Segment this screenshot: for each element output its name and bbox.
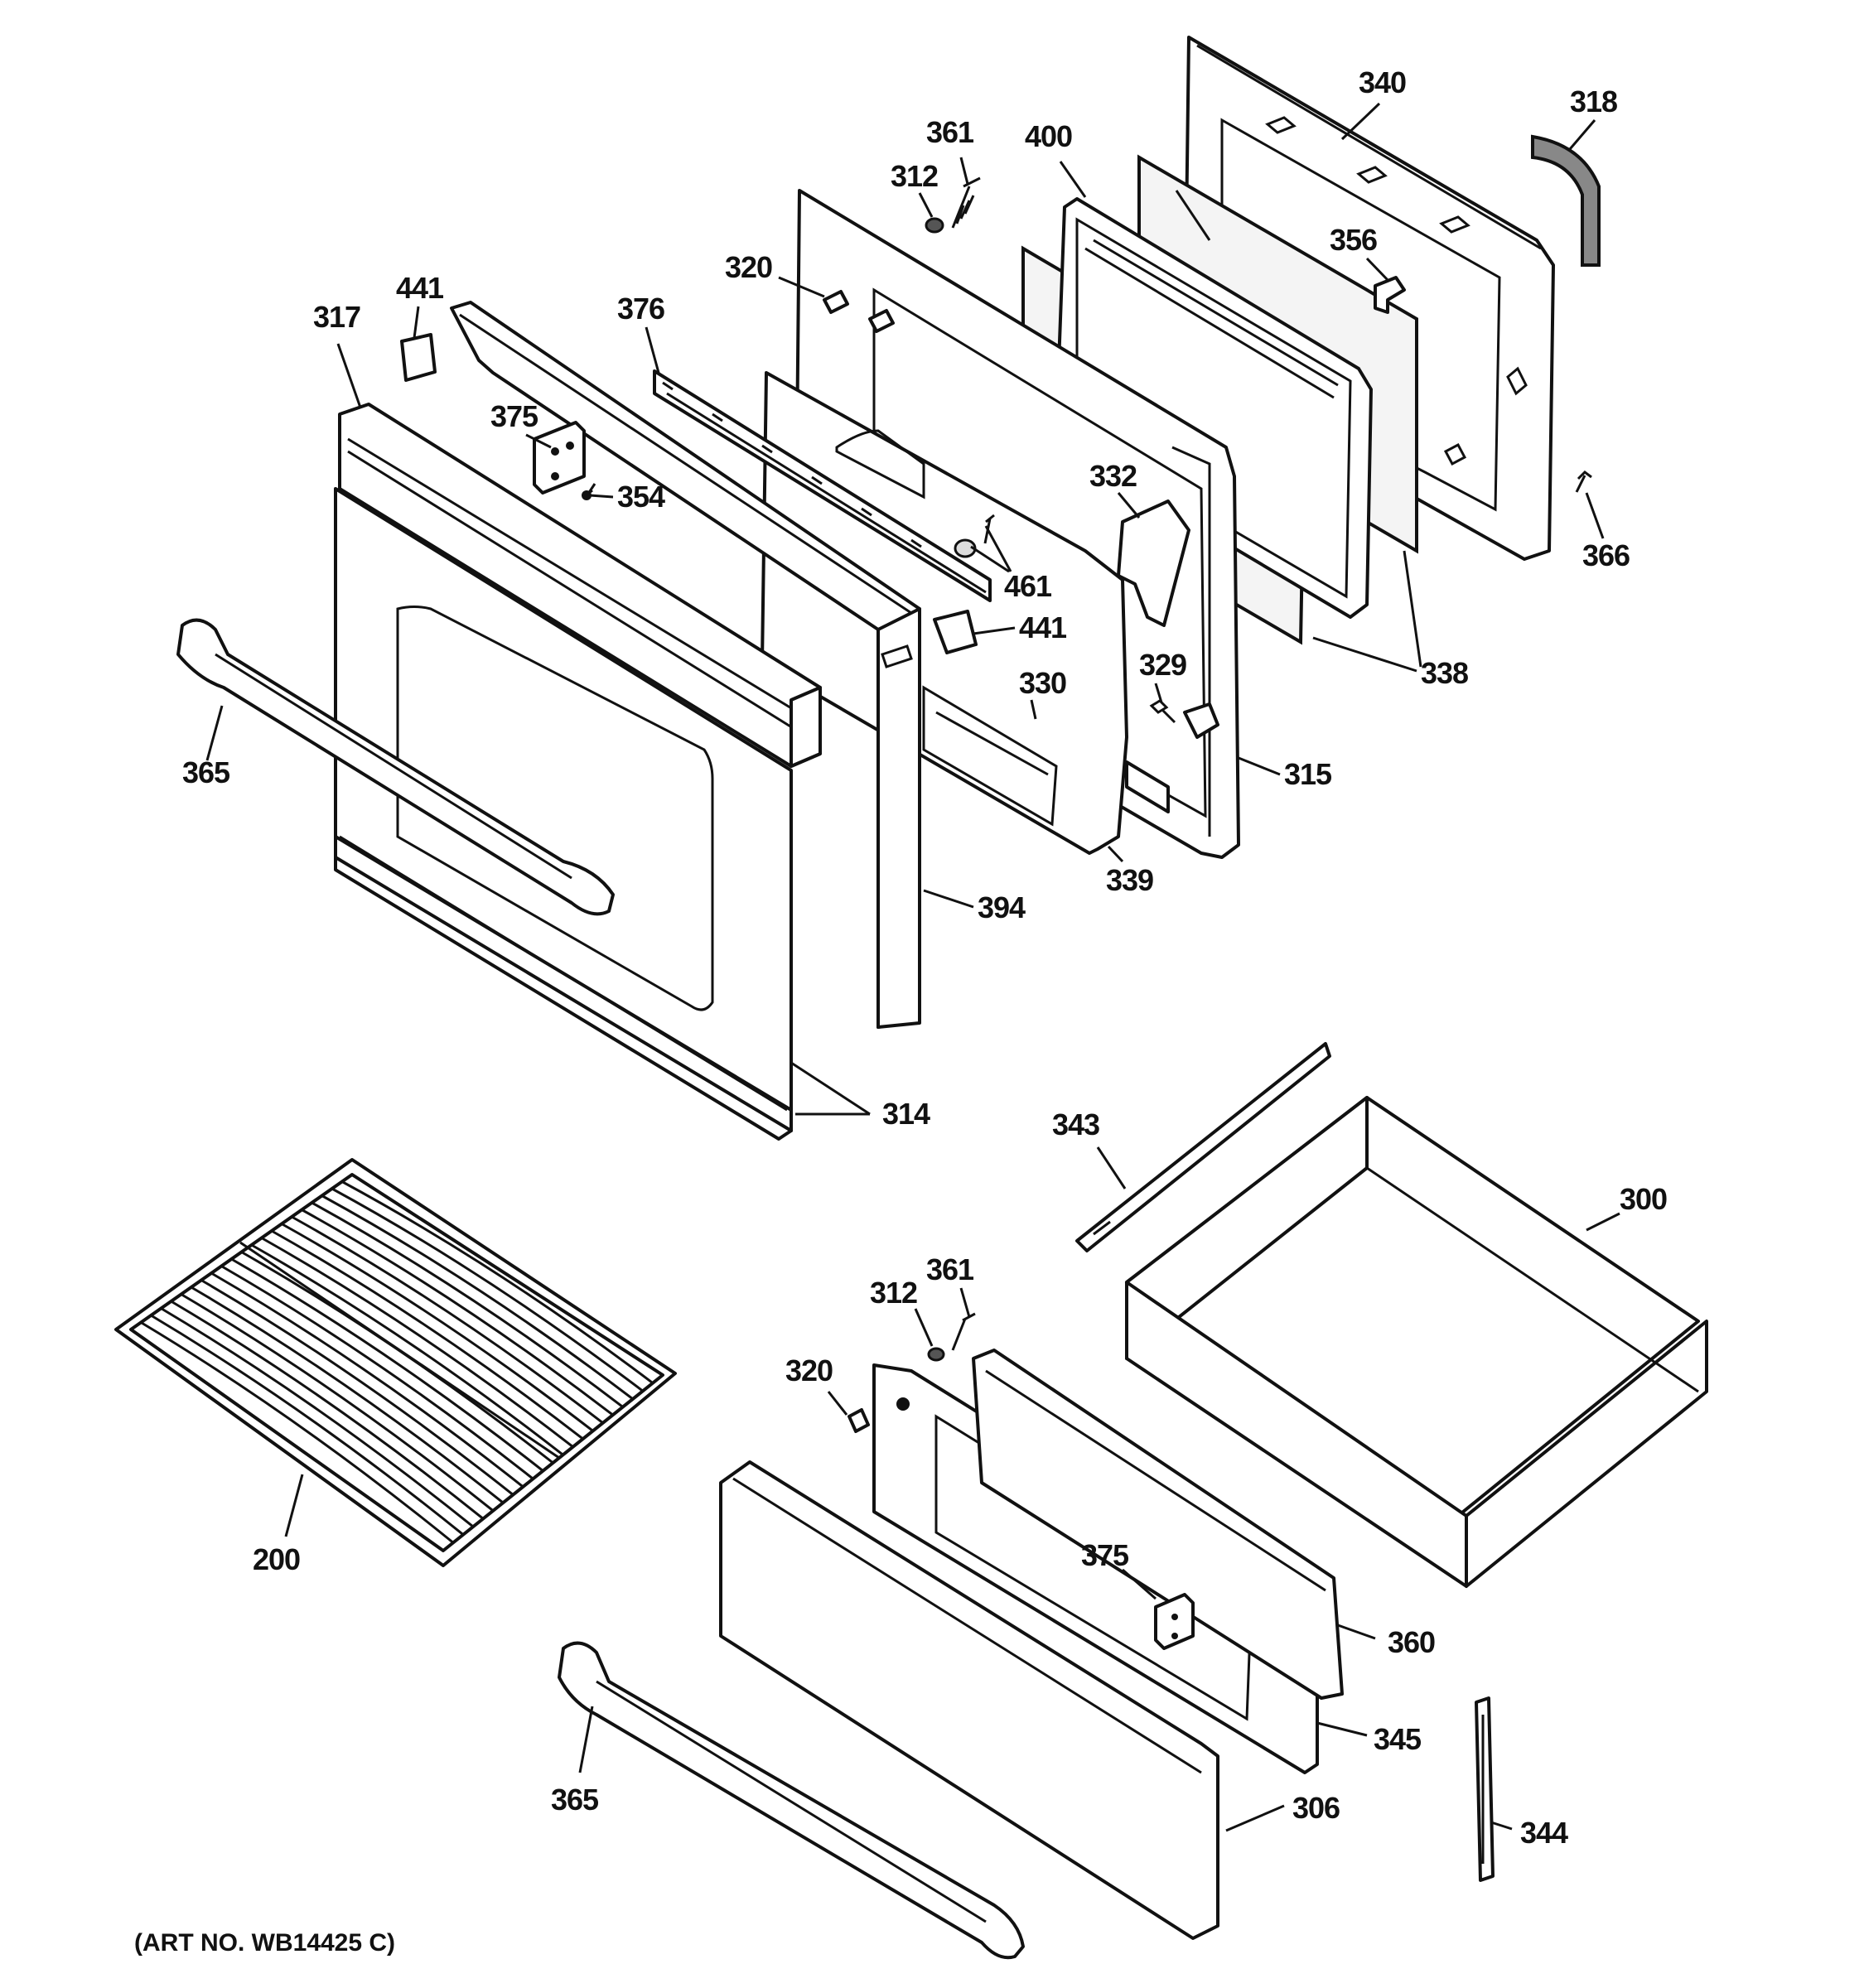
part-365-handle-bottom <box>558 1641 1025 1960</box>
part-375-hinge-top <box>533 421 586 495</box>
callout-315: 315 <box>1284 757 1332 791</box>
callout-312-bottom: 312 <box>870 1276 917 1310</box>
part-200-oven-rack <box>114 1158 677 1567</box>
callout-306: 306 <box>1292 1791 1340 1825</box>
part-330-vent <box>935 711 1049 776</box>
callout-343: 343 <box>1052 1107 1099 1141</box>
callout-356: 356 <box>1330 223 1377 257</box>
part-366-screw <box>1575 470 1592 493</box>
callout-317: 317 <box>313 300 360 334</box>
callout-312: 312 <box>891 159 938 193</box>
part-312-washer-top <box>925 217 944 234</box>
callout-200: 200 <box>253 1542 300 1576</box>
part-360-drawer-frame <box>972 1349 1344 1700</box>
callout-345: 345 <box>1374 1722 1422 1756</box>
part-354-screw <box>582 483 596 500</box>
callout-320-bottom: 320 <box>785 1353 833 1387</box>
callout-330: 330 <box>1019 666 1066 700</box>
part-343-rail <box>1075 1042 1331 1252</box>
callout-365: 365 <box>182 755 230 789</box>
part-365-handle-top <box>176 618 615 916</box>
part-314-bottom-trim <box>339 835 788 1112</box>
art-number: (ART NO. WB14425 C) <box>134 1929 395 1957</box>
part-376-vent-channel <box>653 369 992 602</box>
part-320-clip-top <box>823 290 895 333</box>
callout-361: 361 <box>926 115 974 149</box>
callout-441-right: 441 <box>1019 610 1067 644</box>
callout-340: 340 <box>1359 65 1406 99</box>
callout-314: 314 <box>882 1097 930 1131</box>
callout-338: 338 <box>1421 656 1468 690</box>
callout-461: 461 <box>1004 569 1052 603</box>
callout-354: 354 <box>617 480 665 514</box>
part-394-door-frame <box>450 301 921 1029</box>
part-312-washer-bottom <box>927 1347 945 1362</box>
callout-376: 376 <box>617 292 664 326</box>
part-361-screw-bottom <box>951 1312 976 1351</box>
callout-320: 320 <box>725 250 772 284</box>
part-344-slide <box>1475 1696 1495 1882</box>
part-356-clip <box>1374 276 1406 314</box>
part-300-drawer-box <box>1125 1096 1708 1588</box>
part-441-bracket-right <box>933 610 978 654</box>
part-441-bracket-left <box>400 333 437 382</box>
callout-360: 360 <box>1388 1625 1435 1659</box>
callout-339: 339 <box>1106 863 1153 897</box>
callout-labels: 340 318 361 400 312 356 320 441 376 317 … <box>182 65 1668 1850</box>
callout-300: 300 <box>1620 1182 1667 1216</box>
callout-365-bottom: 365 <box>551 1783 599 1817</box>
callout-329: 329 <box>1139 648 1186 682</box>
part-306-drawer-front <box>719 1460 1219 1940</box>
part-318-gasket-strip <box>1531 134 1601 267</box>
callout-318: 318 <box>1570 84 1617 118</box>
callout-344: 344 <box>1520 1816 1568 1850</box>
part-361-screw-top <box>951 176 981 229</box>
callout-394: 394 <box>978 890 1026 924</box>
callout-375-bottom: 375 <box>1081 1538 1129 1572</box>
part-375-hinge-bottom <box>1154 1593 1195 1650</box>
callout-361-bottom: 361 <box>926 1252 974 1286</box>
callout-441: 441 <box>396 271 444 305</box>
callout-332: 332 <box>1089 459 1137 493</box>
callout-375: 375 <box>490 399 538 433</box>
callout-400: 400 <box>1025 119 1072 153</box>
callout-366: 366 <box>1582 538 1630 572</box>
part-329-screw <box>1149 699 1176 724</box>
leader-lines <box>205 102 1620 1832</box>
part-320-clip-bottom <box>847 1408 870 1433</box>
part-317-oven-door <box>334 403 822 1141</box>
